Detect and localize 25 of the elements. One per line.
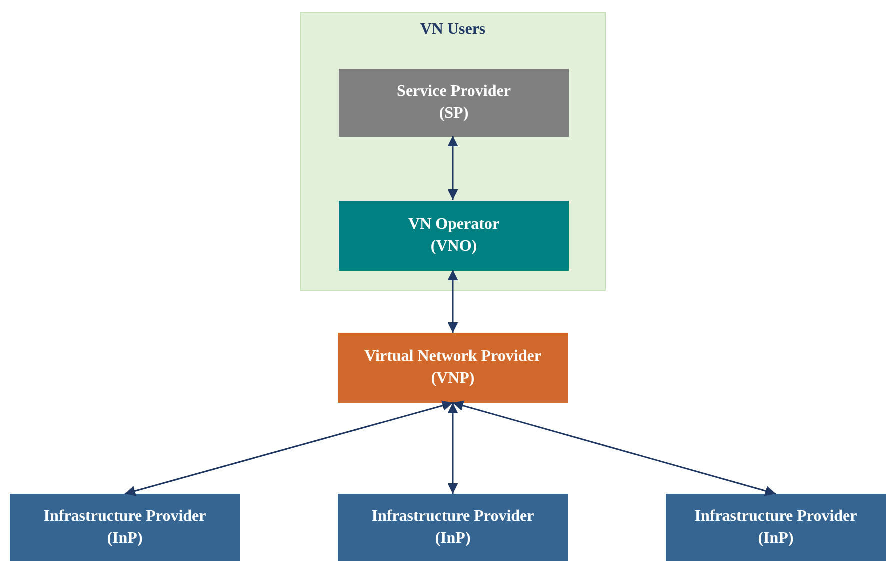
process-box [338,494,568,561]
box-label: (InP) [758,528,794,548]
box-label: Infrastructure Provider [694,506,858,526]
box-label: Service Provider [397,82,511,102]
process-box [338,333,568,403]
arrow [448,136,458,200]
process-box [339,201,569,271]
box-label: (VNP) [431,369,475,389]
box-label: (InP) [435,528,471,548]
group-panel [300,12,606,291]
process-box [339,69,569,137]
arrow [124,400,454,496]
box-label: (VNO) [430,237,478,257]
arrow [452,400,776,496]
process-box [666,494,886,561]
box-label: Infrastructure Provider [372,506,534,526]
group-title: VN Users [420,20,486,40]
arrow [448,270,458,333]
box-label: (SP) [439,104,469,124]
process-box [10,494,240,561]
box-label: (InP) [107,528,143,548]
arrow [448,403,458,494]
box-label: Virtual Network Provider [364,347,542,367]
box-label: VN Operator [408,215,500,235]
box-label: Infrastructure Provider [44,506,206,526]
